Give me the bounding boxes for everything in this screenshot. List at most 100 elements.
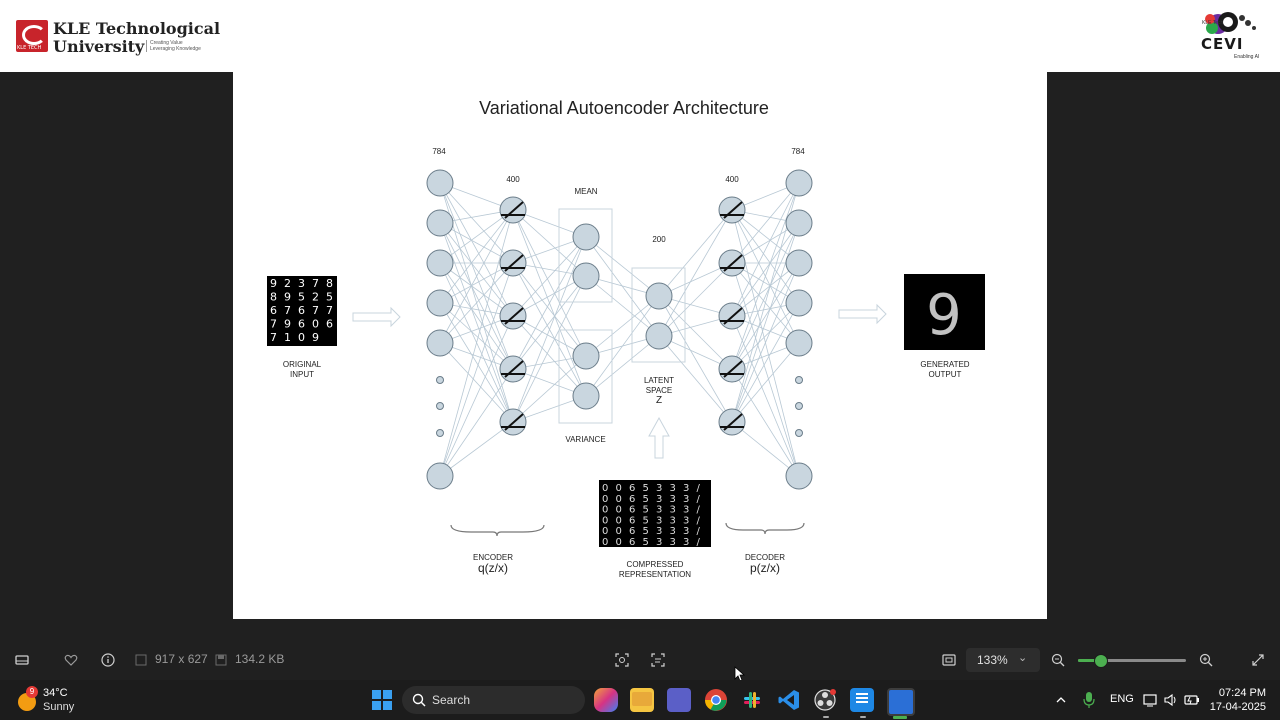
obs-icon[interactable] bbox=[813, 688, 837, 712]
chevron-up-icon[interactable] bbox=[1055, 694, 1067, 706]
network-edge bbox=[585, 275, 660, 337]
fullscreen-icon[interactable] bbox=[1250, 652, 1266, 668]
network-edge bbox=[731, 262, 800, 370]
latent-sample-digit: / bbox=[697, 537, 701, 548]
taskbar-search[interactable]: Search bbox=[402, 686, 585, 714]
image-dimensions: 917 x 627 bbox=[155, 652, 208, 666]
language-indicator[interactable]: ENG bbox=[1110, 693, 1134, 705]
filmstrip-icon[interactable] bbox=[14, 652, 30, 668]
zoom-slider[interactable] bbox=[1078, 654, 1186, 668]
zoom-slider-thumb[interactable] bbox=[1093, 654, 1108, 668]
visual-search-icon[interactable] bbox=[614, 652, 630, 668]
generated-output-image bbox=[904, 274, 985, 350]
network-edge bbox=[439, 262, 514, 344]
latent-sample-digit: 0 bbox=[602, 483, 608, 494]
clock-date[interactable]: 17-04-2025 bbox=[1209, 701, 1266, 713]
network-edge bbox=[585, 295, 660, 397]
latent-sample-digit: 0 bbox=[616, 494, 622, 505]
microphone-icon[interactable] bbox=[1082, 691, 1096, 709]
mnist-digit: 7 bbox=[312, 277, 319, 290]
network-edge bbox=[439, 182, 514, 317]
latent-sample-digit: 6 bbox=[629, 505, 635, 516]
latent-box bbox=[631, 267, 686, 363]
network-edge bbox=[731, 421, 800, 477]
network-edge bbox=[439, 209, 514, 477]
latent-sample-digit: 3 bbox=[670, 515, 676, 526]
search-icon bbox=[412, 693, 426, 707]
encoder-hidden-count: 400 bbox=[506, 175, 520, 184]
favorite-icon[interactable] bbox=[63, 652, 79, 668]
network-edge bbox=[658, 335, 733, 423]
latent-sample-digit: 3 bbox=[683, 494, 689, 505]
chrome-icon[interactable] bbox=[704, 688, 728, 712]
mnist-digit: 5 bbox=[298, 291, 305, 304]
network-edge bbox=[585, 236, 660, 337]
file-explorer-icon[interactable] bbox=[630, 688, 654, 712]
info-icon[interactable] bbox=[100, 652, 116, 668]
ellipsis-dot bbox=[795, 429, 803, 437]
latent-sample-digit: 3 bbox=[656, 515, 662, 526]
network-icon[interactable] bbox=[1143, 692, 1159, 708]
text-scan-icon[interactable] bbox=[650, 652, 666, 668]
network-edge bbox=[439, 222, 514, 317]
latent-sample-digit: 6 bbox=[629, 494, 635, 505]
mnist-digit: 7 bbox=[326, 304, 333, 317]
ellipsis-dot bbox=[436, 402, 444, 410]
network-edge bbox=[439, 262, 514, 370]
latent-sample-digit: 3 bbox=[656, 494, 662, 505]
presentation-header: KLE TECH KLE Technological University Cr… bbox=[0, 0, 1280, 72]
ellipsis-dot bbox=[436, 376, 444, 384]
input-node bbox=[426, 289, 454, 317]
latent-sample-digit: / bbox=[697, 494, 701, 505]
network-edge bbox=[439, 302, 514, 370]
mnist-digit: 7 bbox=[312, 304, 319, 317]
activation-mark bbox=[720, 413, 744, 431]
clock-time[interactable]: 07:24 PM bbox=[1218, 687, 1266, 699]
network-edge bbox=[731, 262, 800, 423]
zoom-dropdown[interactable]: 133% ⌄ bbox=[966, 648, 1040, 672]
latent-sample-digit: 0 bbox=[616, 505, 622, 516]
teams-icon[interactable] bbox=[667, 688, 691, 712]
zoom-in-icon[interactable] bbox=[1198, 652, 1214, 668]
network-edge bbox=[439, 262, 514, 317]
decoder-label: DECODER p(z/x) bbox=[744, 553, 785, 575]
windows-start-icon[interactable] bbox=[371, 689, 393, 711]
vscode-icon[interactable] bbox=[777, 688, 801, 712]
running-indicator bbox=[823, 716, 829, 718]
input-count: 784 bbox=[432, 147, 446, 156]
output-node bbox=[785, 289, 813, 317]
mnist-digit: 9 bbox=[270, 277, 277, 290]
notepad-icon[interactable] bbox=[850, 688, 874, 712]
weather-temp: 34°C bbox=[43, 687, 68, 699]
latent-sample-digit: 3 bbox=[670, 494, 676, 505]
network-edge bbox=[585, 335, 660, 397]
mnist-digit: 2 bbox=[284, 277, 291, 290]
weather-widget[interactable]: 9 bbox=[16, 686, 38, 711]
volume-icon[interactable] bbox=[1163, 692, 1179, 708]
slack-icon[interactable] bbox=[740, 688, 764, 712]
output-node bbox=[785, 462, 813, 490]
network-edge bbox=[731, 342, 800, 423]
latent-node bbox=[645, 322, 673, 350]
battery-icon[interactable] bbox=[1184, 692, 1200, 708]
photos-app-icon[interactable] bbox=[887, 688, 915, 716]
fit-to-window-icon[interactable] bbox=[941, 652, 957, 668]
output-node bbox=[785, 249, 813, 277]
original-input-image bbox=[267, 276, 337, 346]
activation-mark bbox=[720, 360, 744, 378]
network-edge bbox=[658, 295, 733, 423]
latent-sample-digit: 5 bbox=[643, 483, 649, 494]
network-edge bbox=[512, 275, 587, 370]
copilot-icon[interactable] bbox=[594, 688, 618, 712]
latent-sample-digit: 0 bbox=[616, 537, 622, 548]
mnist-digit: 9 bbox=[284, 318, 291, 331]
network-edge bbox=[731, 302, 800, 370]
zoom-out-icon[interactable] bbox=[1050, 652, 1066, 668]
latent-sample-digit: 0 bbox=[602, 526, 608, 537]
mnist-digit: 3 bbox=[298, 277, 305, 290]
network-edge bbox=[731, 222, 800, 370]
variance-box bbox=[558, 329, 613, 424]
latent-node bbox=[645, 282, 673, 310]
